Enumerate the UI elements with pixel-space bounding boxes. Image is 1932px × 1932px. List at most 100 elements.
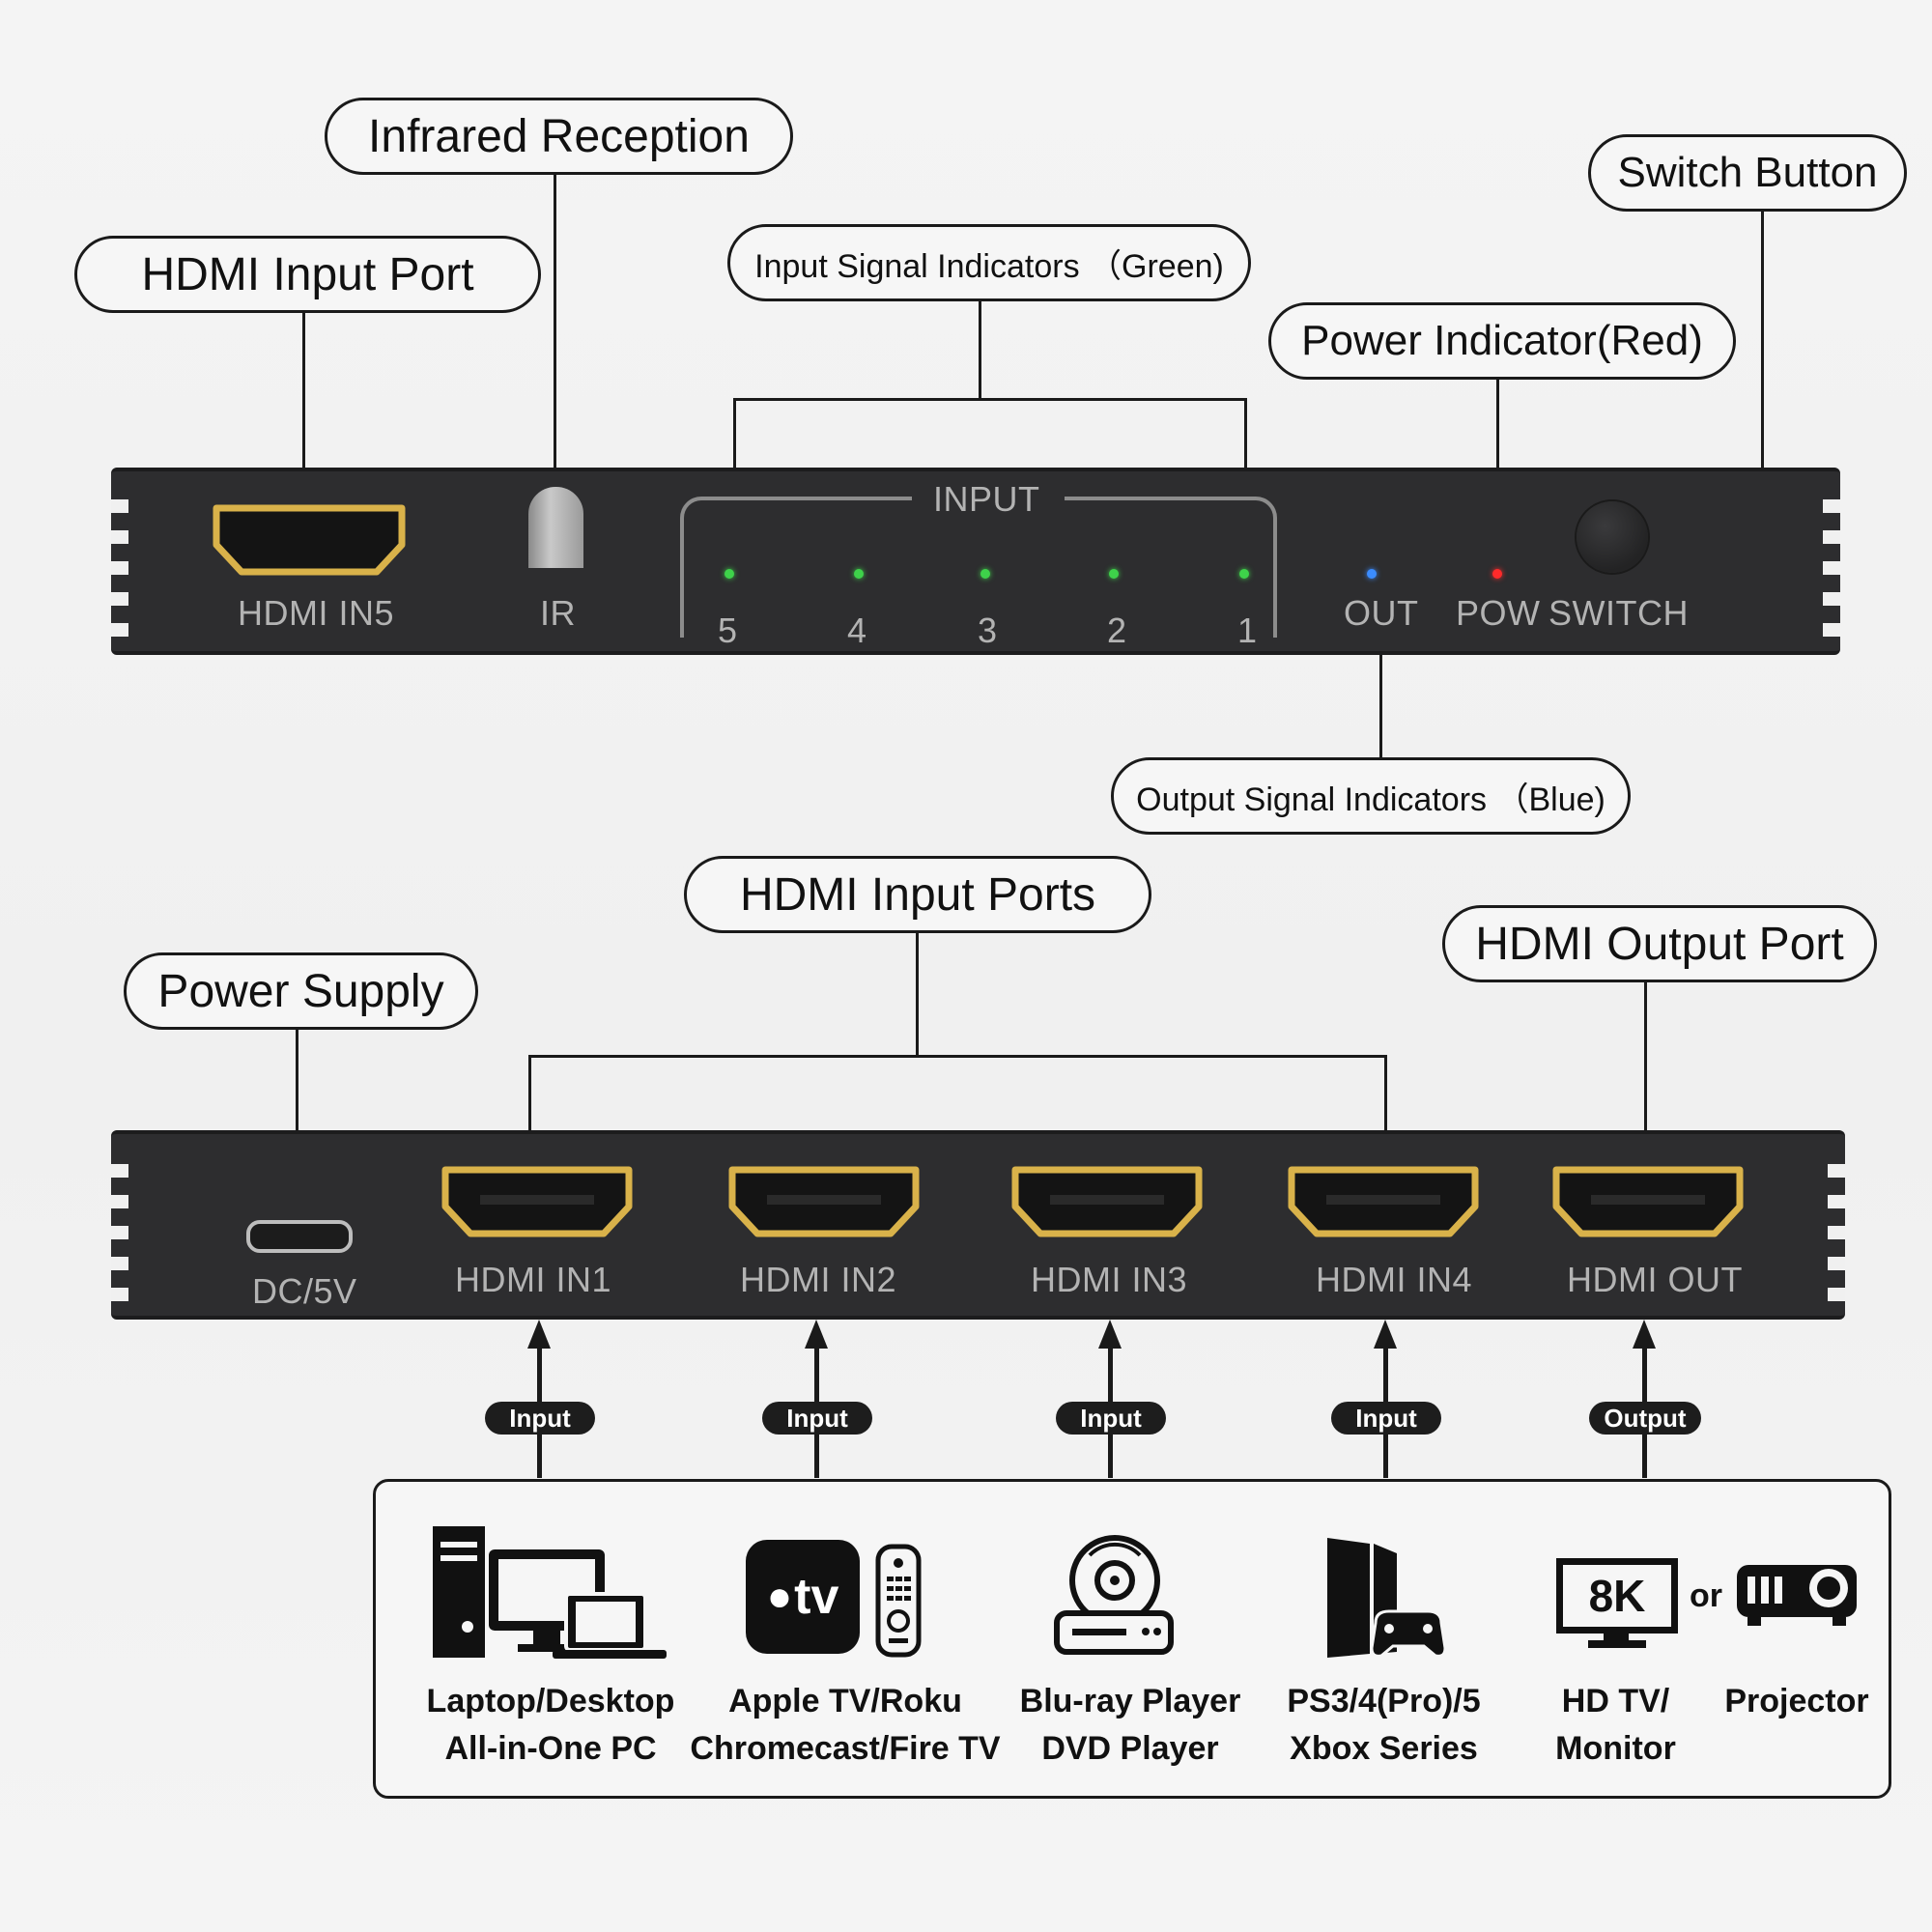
callout-output-signal-indicators: Output Signal Indicators （Blue) [1111, 757, 1631, 835]
leader-line [302, 313, 305, 504]
flow-label-input-1: Input [485, 1402, 595, 1435]
callout-power-supply: Power Supply [124, 952, 478, 1030]
callout-text: Power Indicator(Red) [1301, 317, 1703, 364]
apple-tv-text: tv [794, 1569, 839, 1625]
callout-text: HDMI Output Port [1475, 918, 1844, 970]
callout-text: Power Supply [157, 965, 444, 1017]
panel-notch [111, 530, 128, 544]
hdmi-in4-label: HDMI IN4 [1316, 1260, 1473, 1299]
device-label-bluray-2: DVD Player [1041, 1730, 1219, 1767]
input-number-5: 5 [718, 611, 738, 650]
panel-notch [1828, 1164, 1845, 1178]
device-label-bluray-1: Blu-ray Player [1019, 1683, 1241, 1719]
flow-label-output: Output [1589, 1402, 1701, 1435]
device-label-console-1: PS3/4(Pro)/5 [1287, 1683, 1481, 1719]
input-number-1: 1 [1237, 611, 1258, 650]
hdmi-in4-port[interactable] [1288, 1166, 1479, 1238]
leader-line [1244, 398, 1247, 495]
panel-notch [111, 592, 128, 606]
callout-text: HDMI Input Port [141, 248, 474, 300]
panel-notch [111, 561, 128, 575]
flow-label-input-3: Input [1056, 1402, 1166, 1435]
device-label-pc-2: All-in-One PC [444, 1730, 657, 1767]
dc-label: DC/5V [252, 1271, 357, 1311]
ir-sensor [528, 487, 583, 568]
hdmi-in3-port[interactable] [1011, 1166, 1203, 1238]
input-number-3: 3 [978, 611, 998, 650]
leader-line [554, 175, 556, 500]
callout-switch-button: Switch Button [1588, 134, 1907, 212]
device-label-tv-1: HD TV/ [1561, 1683, 1670, 1719]
hdmi-out-port[interactable] [1552, 1166, 1744, 1238]
panel-notch [1823, 592, 1840, 606]
input-title-bg [912, 483, 1065, 518]
callout-text: HDMI Input Ports [739, 868, 1096, 921]
projector-icon [1737, 1565, 1857, 1626]
device-label-streaming-2: Chromecast/Fire TV [690, 1730, 1001, 1767]
rear-panel [111, 1130, 1845, 1320]
panel-notch [1828, 1288, 1845, 1301]
flow-label-input-4: Input [1331, 1402, 1441, 1435]
switch-label: SWITCH [1548, 593, 1689, 633]
panel-notch [1828, 1195, 1845, 1208]
panel-notch [1823, 561, 1840, 575]
device-label-tv-2: Monitor [1555, 1730, 1676, 1767]
hdmi-in1-port[interactable] [441, 1166, 633, 1238]
panel-notch [1823, 530, 1840, 544]
device-label-console-2: Xbox Series [1290, 1730, 1478, 1767]
input-number-4: 4 [847, 611, 867, 650]
callout-text: Switch Button [1617, 149, 1878, 196]
panel-notch [111, 1226, 128, 1239]
flow-label-input-2: Input [762, 1402, 872, 1435]
flow-arrows [527, 1320, 1656, 1478]
tv-8k-icon: 8K [1556, 1558, 1678, 1634]
callout-text: Infrared Reception [368, 110, 750, 162]
leader-line [733, 398, 736, 495]
device-label-pc-1: Laptop/Desktop [426, 1683, 675, 1719]
leader-line [1761, 212, 1764, 542]
leader-line [733, 398, 1247, 401]
hdmi-in3-label: HDMI IN3 [1031, 1260, 1188, 1299]
input-led-2 [1109, 569, 1119, 579]
callout-text: Input Signal Indicators （Green) [754, 247, 1224, 285]
callout-input-signal-indicators: Input Signal Indicators （Green) [727, 224, 1251, 301]
panel-notch [111, 623, 128, 637]
or-text: or [1690, 1577, 1722, 1614]
input-title: INPUT [933, 479, 1040, 519]
panel-notch [1828, 1257, 1845, 1270]
dc-5v-port[interactable] [246, 1220, 353, 1253]
leader-line [528, 1055, 531, 1166]
callout-infrared-reception: Infrared Reception [325, 98, 793, 175]
panel-notch [111, 1195, 128, 1208]
leader-line [528, 1055, 1387, 1058]
leader-line [1384, 1055, 1387, 1166]
panel-notch [1823, 623, 1840, 637]
input-led-4 [854, 569, 864, 579]
pow-label: POW [1456, 593, 1541, 633]
callout-hdmi-input-ports: HDMI Input Ports [684, 856, 1151, 933]
remote-icon [875, 1544, 922, 1658]
input-number-2: 2 [1107, 611, 1127, 650]
leader-line [1644, 982, 1647, 1166]
panel-notch [111, 1164, 128, 1178]
panel-notch [1828, 1226, 1845, 1239]
callout-text: Output Signal Indicators （Blue) [1136, 781, 1605, 818]
switch-button[interactable] [1577, 501, 1648, 573]
hdmi-in5-label: HDMI IN5 [238, 593, 395, 633]
input-led-3 [980, 569, 990, 579]
hdmi-in2-port[interactable] [728, 1166, 920, 1238]
tv-stand-icon [1604, 1633, 1629, 1642]
hdmi-in1-label: HDMI IN1 [455, 1260, 612, 1299]
tv-base-icon [1588, 1640, 1646, 1648]
callout-hdmi-output-port: HDMI Output Port [1442, 905, 1877, 982]
leader-line [296, 1030, 298, 1220]
hdmi-out-label: HDMI OUT [1567, 1260, 1743, 1299]
hdmi-in5-port[interactable] [213, 504, 406, 577]
panel-notch [111, 1257, 128, 1270]
leader-line [916, 933, 919, 1057]
hdmi-in2-label: HDMI IN2 [740, 1260, 897, 1299]
input-led-1 [1239, 569, 1249, 579]
leader-line [979, 301, 981, 400]
computer-icon [433, 1526, 667, 1659]
ir-label: IR [540, 593, 576, 633]
